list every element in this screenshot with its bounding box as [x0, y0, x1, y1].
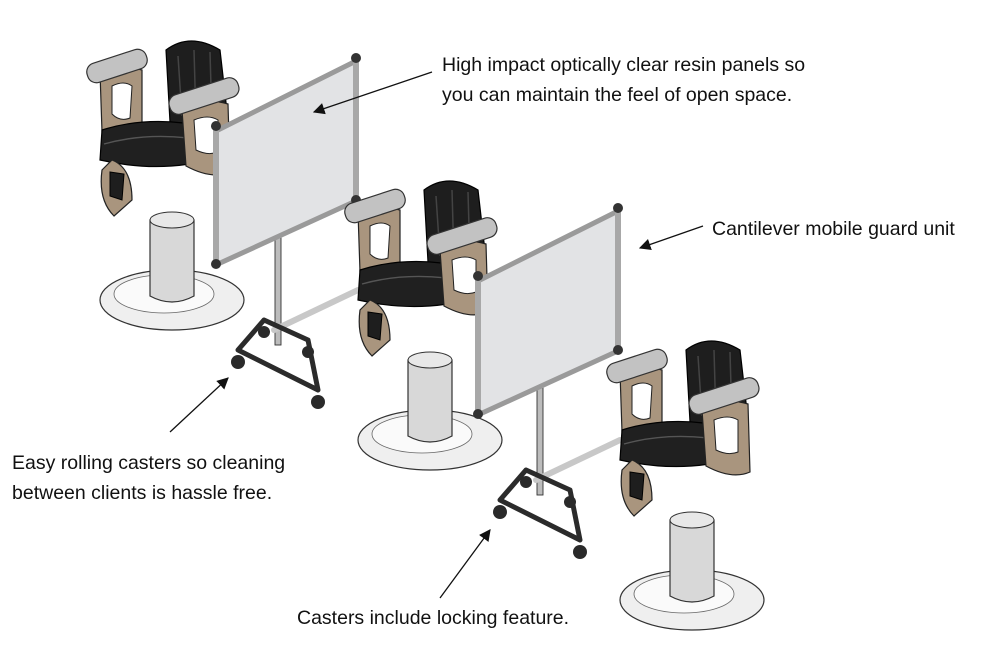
callout-guard-unit: Cantilever mobile guard unit: [712, 214, 955, 244]
mobile-guard-unit-left: [211, 53, 361, 409]
arrow-panels: [312, 71, 433, 115]
callout-rolling-casters-line1: Easy rolling casters so cleaning: [12, 452, 286, 474]
callout-panels-line2: you can maintain the feel of open space.: [442, 84, 793, 106]
salon-chair-right: [603, 340, 765, 631]
arrow-casters-rolling: [169, 377, 229, 433]
callout-panels-line1: High impact optically clear resin panels…: [442, 54, 806, 76]
callout-locking-casters-line1: Casters include locking feature.: [297, 607, 570, 629]
callout-guard-unit-line1: Cantilever mobile guard unit: [712, 218, 955, 240]
callout-panels: High impact optically clear resin panels…: [442, 50, 805, 110]
arrow-casters-locking: [439, 529, 491, 599]
arrow-unit: [638, 225, 704, 251]
callout-rolling-casters: Easy rolling casters so cleaning between…: [12, 448, 285, 508]
callout-locking-casters: Casters include locking feature.: [297, 603, 569, 633]
mobile-guard-unit-center: [473, 203, 623, 559]
callout-rolling-casters-line2: between clients is hassle free.: [12, 482, 273, 504]
